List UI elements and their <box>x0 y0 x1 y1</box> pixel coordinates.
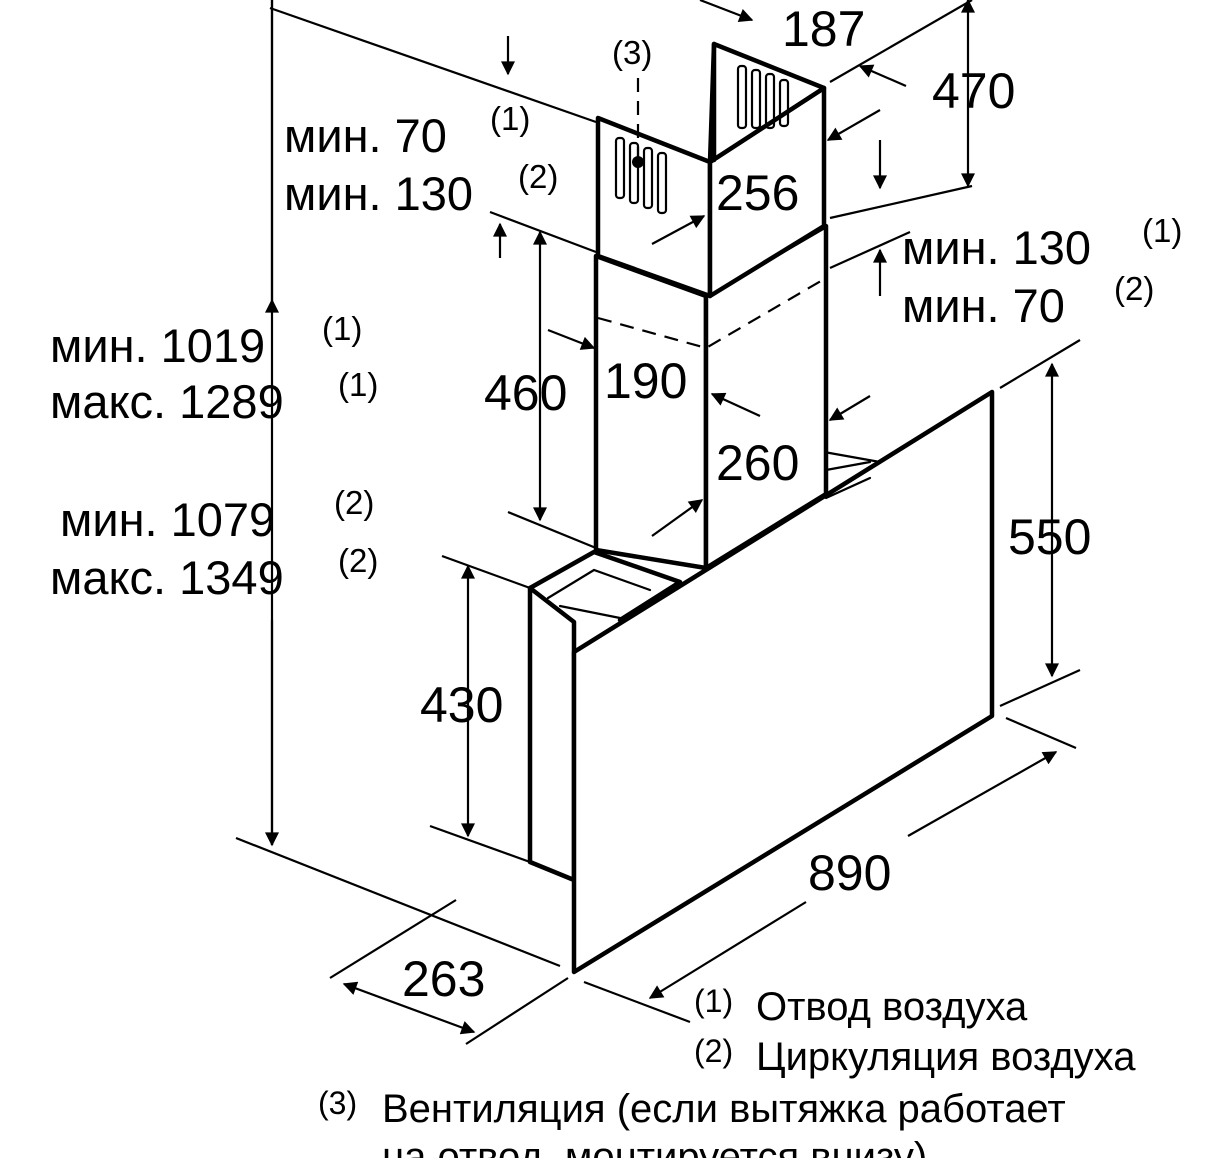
ext-right-min <box>829 230 911 270</box>
ext-263-left <box>329 899 457 979</box>
note-recirc-min-top-ref: (2) <box>518 158 558 195</box>
dim-187-arrow-right <box>858 64 907 88</box>
dim-260: 260 <box>716 435 799 491</box>
lower-box-top <box>527 549 683 623</box>
note-exhaust-max-total: макс. 1289 <box>50 375 284 428</box>
note-exhaust-min-right-ref: (1) <box>1142 212 1182 249</box>
note-recirc-min-right: мин. 70 <box>902 279 1065 332</box>
note-recirc-max-total: макс. 1349 <box>50 551 284 604</box>
dim-263: 263 <box>402 951 485 1007</box>
ext-263-right <box>465 977 569 1045</box>
dim-430: 430 <box>420 677 503 733</box>
dim-260-arrow-left <box>651 499 704 537</box>
dim-190-arrow-right <box>710 392 761 417</box>
dim-890-line-right <box>907 751 1058 837</box>
note-recirc-min-right-ref: (2) <box>1114 270 1154 307</box>
note-vent-ref: (3) <box>612 34 652 71</box>
legend-ref-1: (1) <box>694 983 733 1019</box>
dim-190-arrow-left <box>547 328 596 350</box>
ext-890-left <box>583 980 691 1024</box>
note-recirc-max-total-ref: (2) <box>338 542 378 579</box>
ext-470-bottom <box>829 184 973 220</box>
note-recirc-min-total-ref: (2) <box>334 484 374 521</box>
legend: (1) Отвод воздуха (2) Циркуляция воздуха… <box>318 983 1136 1158</box>
min-max-notes: мин. 70 (1) мин. 130 (2) мин. 130 (1) ми… <box>50 34 1182 604</box>
ext-top-left <box>269 6 597 124</box>
ext-550-top <box>999 339 1081 389</box>
legend-text-3: Вентиляция (если вытяжка работает <box>382 1087 1066 1131</box>
ext-890-right <box>1005 716 1077 750</box>
dim-470: 470 <box>932 63 1015 119</box>
legend-ref-2: (2) <box>694 1033 733 1069</box>
glass-front-panel <box>571 389 995 975</box>
note-recirc-min-top: мин. 130 <box>284 167 473 220</box>
vent-slots-right <box>736 64 790 130</box>
vent-marker-dot <box>632 156 644 168</box>
dim-187-arrow-left <box>699 0 754 23</box>
dimension-labels: 187 470 256 460 190 260 550 430 890 263 <box>402 1 1091 1007</box>
dim-890: 890 <box>808 845 891 901</box>
dim-260-arrow-right <box>828 395 871 421</box>
note-recirc-min-total: мин. 1079 <box>60 493 275 546</box>
lower-box-side <box>527 585 577 883</box>
dim-460: 460 <box>484 365 567 421</box>
ext-187-right <box>829 0 973 83</box>
ext-550-bottom <box>999 668 1081 708</box>
panel-top-edge <box>822 450 882 464</box>
lower-box-inner <box>546 568 652 620</box>
dim-256-arrow-left <box>651 215 706 245</box>
hood-body <box>527 41 995 975</box>
note-exhaust-min-right: мин. 130 <box>902 221 1091 274</box>
dimension-lines <box>235 0 1081 1045</box>
ext-box-top <box>441 554 531 590</box>
legend-text-1: Отвод воздуха <box>756 985 1028 1029</box>
note-exhaust-max-total-ref: (1) <box>338 366 378 403</box>
dim-263-line <box>342 981 476 1035</box>
ext-bottom-left <box>235 836 561 968</box>
note-exhaust-min-top: мин. 70 <box>284 109 447 162</box>
dim-187: 187 <box>782 1 865 57</box>
legend-text-2: Циркуляция воздуха <box>756 1035 1136 1079</box>
note-exhaust-min-total-ref: (1) <box>322 310 362 347</box>
ext-box-bottom <box>429 824 531 864</box>
legend-text-4: на отвод, монтируется внизу) <box>382 1135 927 1158</box>
dim-890-line-left <box>648 901 807 999</box>
dim-550: 550 <box>1008 509 1091 565</box>
legend-ref-3: (3) <box>318 1085 357 1121</box>
dim-256-arrow-right <box>826 109 881 141</box>
note-exhaust-min-top-ref: (1) <box>490 100 530 137</box>
ext-chimney-bottom <box>489 210 597 254</box>
vent-slots-left <box>614 136 668 215</box>
panel-back-edge <box>824 460 872 500</box>
dim-256: 256 <box>716 165 799 221</box>
note-exhaust-min-total: мин. 1019 <box>50 319 265 372</box>
ext-lower-chimney <box>507 510 597 550</box>
dim-190: 190 <box>604 353 687 409</box>
lower-chimney-left <box>593 253 709 571</box>
